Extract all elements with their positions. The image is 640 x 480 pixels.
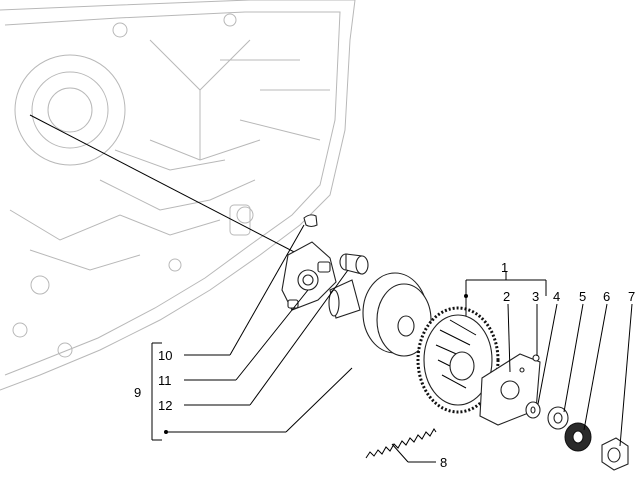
group-bracket-1: [465, 272, 547, 296]
nut-part: [564, 422, 592, 452]
label-2: 2: [503, 289, 510, 304]
part-labels: 1 2 3 4 5 6 7 8 9 10 11 12: [134, 260, 635, 470]
crankcase-leader: [29, 114, 301, 256]
label-4: 4: [553, 289, 560, 304]
clip-part: [303, 214, 318, 228]
fan-variator-part: [416, 306, 500, 414]
ramp-plate-part: [281, 241, 337, 311]
washer-large-part: [547, 406, 569, 430]
driven-pulley-part: [328, 272, 432, 357]
label-5: 5: [579, 289, 586, 304]
label-11: 11: [158, 373, 172, 388]
label-1: 1: [501, 260, 508, 275]
washer-part: [525, 401, 541, 419]
label-12: 12: [158, 398, 172, 413]
label-10: 10: [158, 348, 172, 363]
label-8: 8: [440, 455, 447, 470]
spring-part: [365, 428, 437, 459]
label-9: 9: [134, 385, 141, 400]
screw-part: [532, 354, 540, 362]
cap-nut-part: [601, 437, 629, 471]
label-6: 6: [603, 289, 610, 304]
label-7: 7: [628, 289, 635, 304]
bushing-part: [339, 253, 369, 275]
leader-lines: [151, 224, 633, 463]
crankcase-housing: [0, 0, 356, 391]
label-3: 3: [532, 289, 539, 304]
